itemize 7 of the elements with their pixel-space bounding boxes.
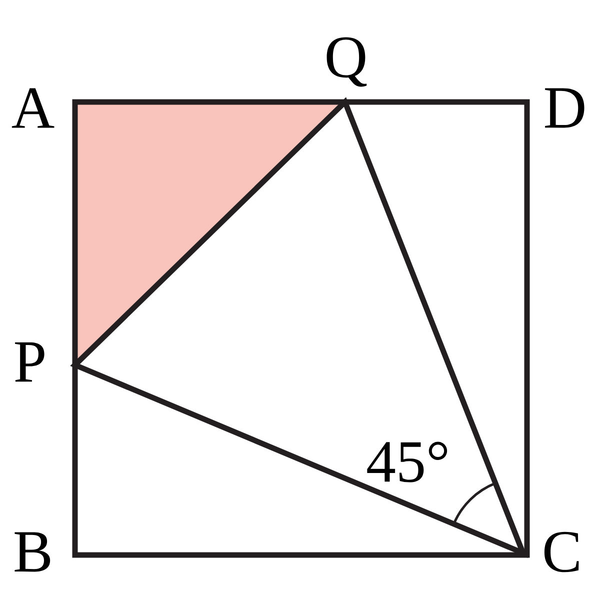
point-label: Q bbox=[326, 37, 367, 87]
point-label: P bbox=[15, 342, 44, 382]
point-label: A bbox=[12, 88, 54, 128]
point-label: D bbox=[545, 88, 584, 128]
point-label: C bbox=[544, 532, 579, 572]
angle-label: 45° bbox=[367, 442, 448, 482]
point-label: B bbox=[14, 532, 50, 572]
